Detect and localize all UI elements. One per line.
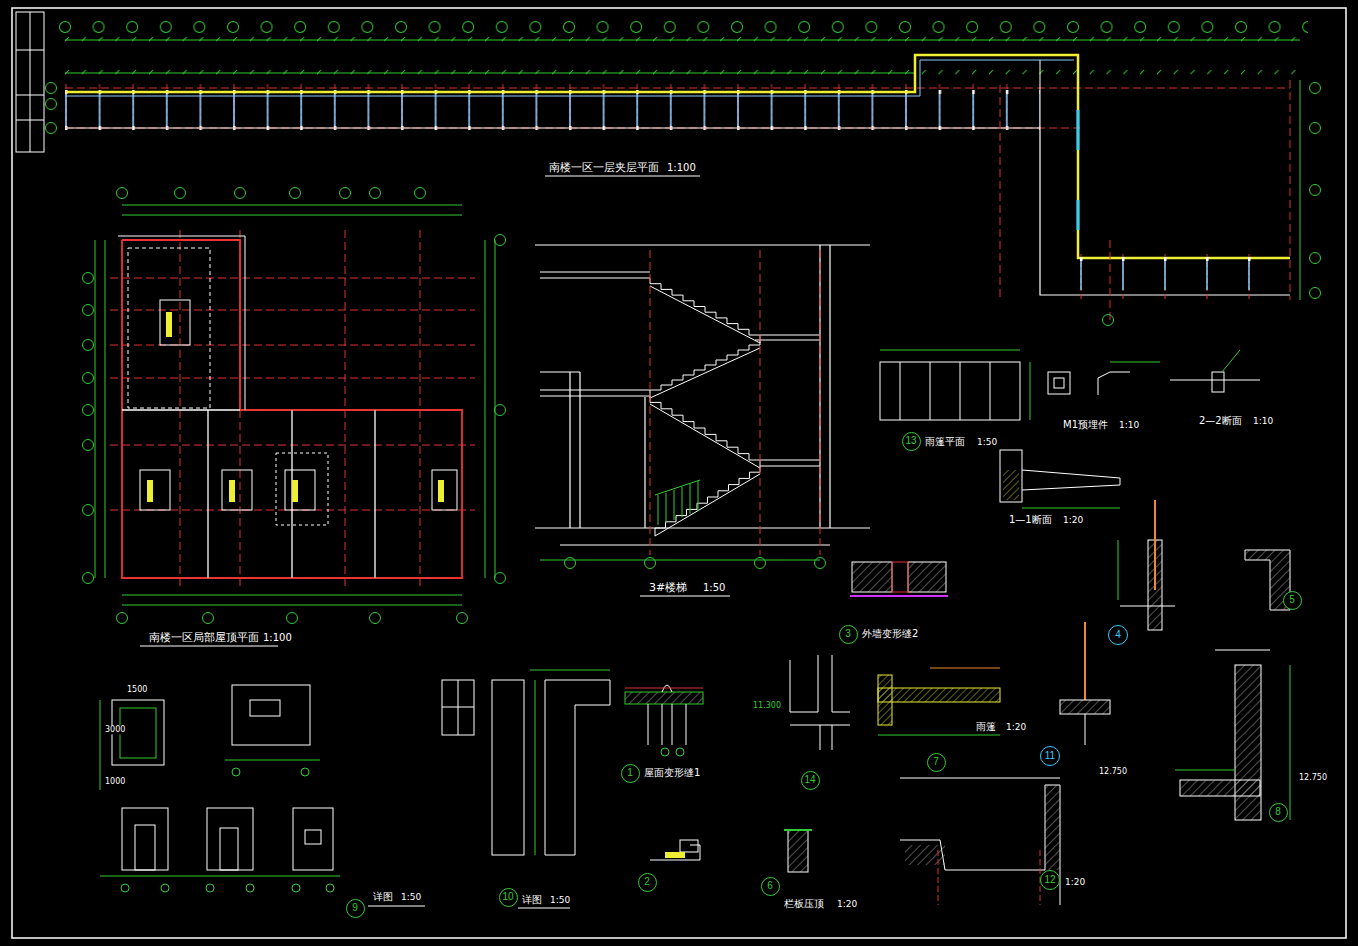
dimension: 3000: [104, 725, 126, 734]
scale: 1:20: [1005, 722, 1027, 732]
callout-circle: 5: [1283, 591, 1302, 610]
dimension: 1500: [126, 685, 148, 694]
scale: 1:20: [836, 899, 858, 909]
elevation: 12.750: [1298, 773, 1328, 782]
dimension: 1000: [104, 777, 126, 786]
stair-flight: [650, 278, 760, 343]
elevation: 12.750: [1098, 767, 1128, 776]
callout-number: 11: [1045, 751, 1055, 761]
stair-flight: [655, 466, 760, 536]
scale: 1:10: [1118, 420, 1140, 430]
drawing-title: 1—1断面: [1008, 514, 1053, 526]
scale: 1:50: [549, 895, 571, 905]
scale: 1:50: [400, 892, 422, 902]
callout-circle: 9: [346, 899, 365, 918]
stair-flight: [650, 340, 760, 398]
drawing-title: 雨篷: [975, 721, 997, 733]
scale: 1:20: [1064, 877, 1086, 887]
callout-circle: 11: [1040, 746, 1060, 766]
drawing-title: 外墙变形缝2: [861, 628, 919, 640]
callout-circle: 1: [621, 764, 640, 783]
callout-circle: 4: [1108, 625, 1128, 645]
drawing-title: 南楼一区一层夹层平面: [548, 162, 660, 175]
callout-number: 2: [644, 877, 650, 887]
callout-circle: 2: [638, 873, 657, 892]
drawing-title: 详图: [372, 891, 394, 903]
callout-circle: 7: [927, 753, 946, 772]
callout-number: 10: [502, 892, 513, 902]
drawing-title: M1预埋件: [1062, 419, 1109, 431]
scale: 1:100: [666, 162, 697, 174]
callout-number: 3: [845, 629, 851, 639]
callout-circle: 14: [801, 771, 820, 790]
scale: 1:20: [1062, 515, 1084, 525]
callout-number: 13: [905, 436, 916, 446]
callout-circle: 13: [902, 432, 921, 451]
callout-number: 1: [627, 768, 633, 778]
callout-circle: 3: [839, 625, 858, 644]
callout-circle: 10: [499, 888, 518, 907]
scale: 1:100: [262, 632, 293, 644]
callout-number: 12: [1044, 875, 1055, 885]
drawing-title: 2—2断面: [1198, 415, 1243, 427]
elevation: 11.300: [752, 701, 782, 710]
callout-number: 7: [933, 757, 939, 767]
callout-number: 9: [352, 903, 358, 913]
callout-number: 5: [1289, 595, 1295, 605]
drawing-title: 栏板压顶: [783, 898, 825, 910]
drawing-title: 南楼一区局部屋顶平面: [148, 632, 260, 645]
callout-number: 4: [1115, 630, 1121, 640]
drawing-title: 3#楼梯: [648, 582, 688, 595]
callout-circle: 8: [1269, 803, 1288, 822]
callout-number: 6: [767, 881, 773, 891]
drawing-title: 雨篷平面: [924, 436, 966, 448]
callout-circle: 12: [1040, 870, 1060, 890]
stair-flight: [650, 396, 760, 468]
callout-number: 8: [1275, 807, 1281, 817]
scale: 1:10: [1252, 416, 1274, 426]
scale: 1:50: [702, 582, 726, 594]
callout-circle: 6: [761, 877, 780, 896]
scale: 1:50: [976, 437, 998, 447]
drawing-title: 详图: [521, 894, 543, 906]
drawing-title: 屋面变形缝1: [643, 767, 701, 779]
callout-number: 14: [804, 775, 815, 785]
